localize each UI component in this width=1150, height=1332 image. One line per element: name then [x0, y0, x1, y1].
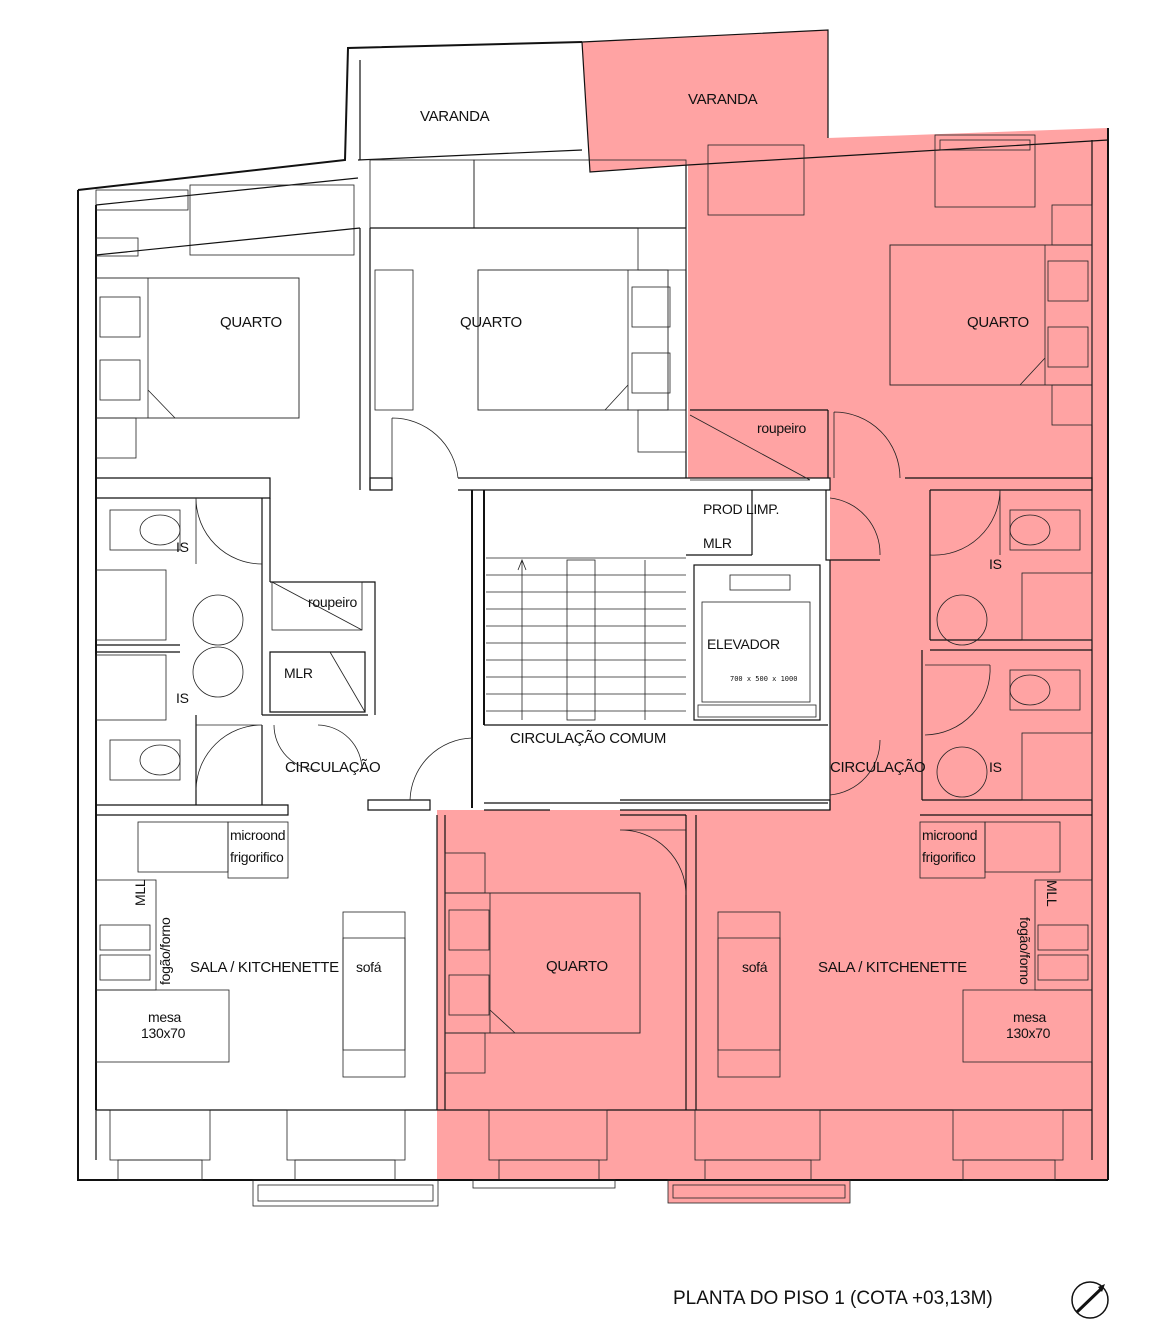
frigorifico-left-label: frigorifico — [230, 849, 284, 865]
microond-right-label: microond — [922, 827, 977, 843]
mesa-left-dims-label: 130x70 — [141, 1025, 186, 1041]
roupeiro-left-label: roupeiro — [308, 594, 357, 610]
sala-left-label: SALA / KITCHENETTE — [190, 959, 339, 976]
varanda-left-label: VARANDA — [420, 108, 490, 125]
frigorifico-right-label: frigorifico — [922, 849, 976, 865]
microond-left-label: microond — [230, 827, 285, 843]
highlighted-unit — [437, 30, 1108, 1203]
circulacao-right-label: CIRCULAÇÃO — [830, 759, 925, 776]
quarto-right-label: QUARTO — [967, 314, 1029, 331]
quarto-left-label: QUARTO — [220, 314, 282, 331]
plan-title: PLANTA DO PISO 1 (COTA +03,13M) — [673, 1288, 993, 1309]
circulacao-comum-label: CIRCULAÇÃO COMUM — [510, 730, 666, 747]
mesa-right-dims-label: 130x70 — [1006, 1025, 1051, 1041]
quarto-mid-label: QUARTO — [460, 314, 522, 331]
prod-limp-label: PROD LIMP. — [703, 501, 779, 517]
sofa-left-label: sofá — [356, 959, 382, 975]
mesa-right-label: mesa — [1013, 1009, 1047, 1025]
circulacao-left-label: CIRCULAÇÃO — [285, 759, 380, 776]
fogao-right-label: fogão/forno — [1017, 917, 1033, 985]
elevador-label: ELEVADOR — [707, 636, 780, 652]
elevador-dims-label: 700 x 500 x 1000 — [730, 675, 797, 683]
room-labels: VARANDA VARANDA QUARTO QUARTO QUARTO QUA… — [132, 91, 1060, 1041]
interior-walls — [95, 165, 1093, 1110]
mesa-left-label: mesa — [148, 1009, 182, 1025]
mll-left-label: MLL — [132, 879, 148, 906]
quarto-bottom-label: QUARTO — [546, 958, 608, 975]
roupeiro-right-label: roupeiro — [757, 420, 806, 436]
mlr-right-label: MLR — [703, 535, 732, 551]
sala-right-label: SALA / KITCHENETTE — [818, 959, 967, 976]
is-right-top-label: IS — [989, 556, 1002, 572]
bottom-windows — [109, 1109, 1064, 1207]
is-left-top-label: IS — [176, 539, 189, 555]
mlr-left-label: MLR — [284, 665, 313, 681]
varanda-right-label: VARANDA — [688, 91, 758, 108]
mll-right-label: MLL — [1044, 880, 1060, 907]
doors — [195, 411, 1001, 896]
is-left-bottom-label: IS — [176, 690, 189, 706]
furniture — [95, 204, 1093, 1078]
sofa-right-label: sofá — [742, 959, 768, 975]
is-right-bottom-label: IS — [989, 759, 1002, 775]
north-arrow-icon — [1071, 1281, 1109, 1319]
fogao-left-label: fogão/forno — [157, 917, 173, 985]
